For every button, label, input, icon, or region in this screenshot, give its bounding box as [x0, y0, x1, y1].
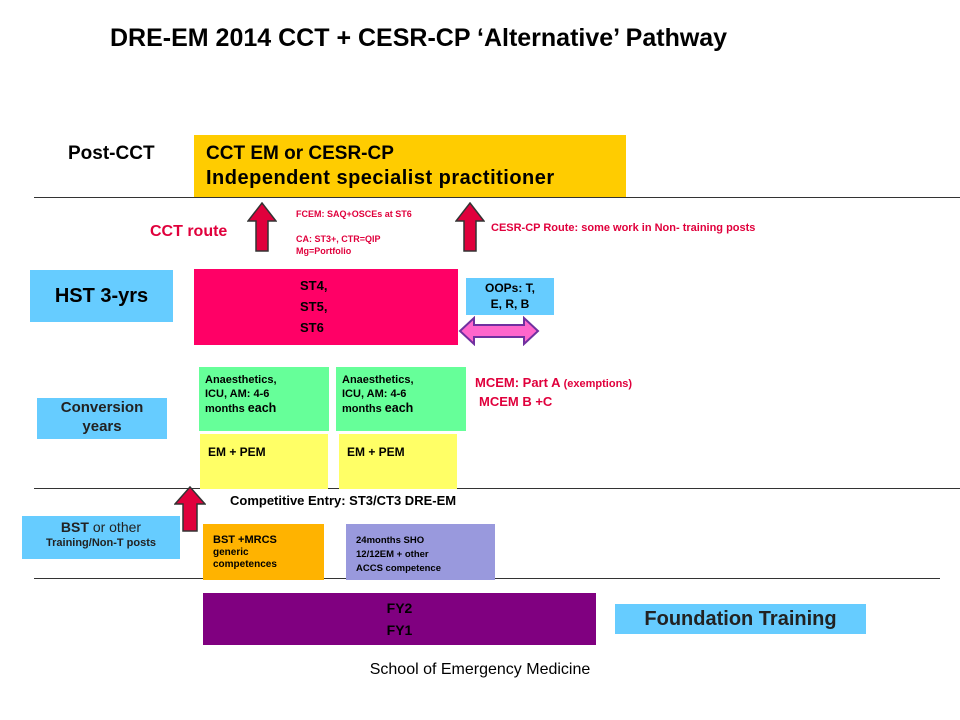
ca-note-line1: CA: ST3+, CTR=QIP — [296, 234, 381, 244]
anaes-line3: months each — [205, 401, 277, 415]
cesr-route-label: CESR-CP Route: some work in Non- trainin… — [491, 222, 756, 234]
fy2-label: FY2 — [386, 600, 413, 616]
anaes-line1: Anaesthetics, — [342, 374, 414, 386]
st-line: ST4, — [300, 278, 328, 293]
cct-route-arrow-icon — [247, 202, 277, 252]
bst-box-line3: competences — [213, 559, 277, 570]
sho-box: 24months SHO 12/12EM + other ACCS compet… — [346, 524, 495, 580]
anaesthetics-box: Anaesthetics, ICU, AM: 4-6 months each — [336, 367, 466, 431]
bst-label-line1: BST or other — [60, 519, 142, 535]
st-line: ST5, — [300, 299, 328, 314]
mcem-a: MCEM: Part A (exemptions) — [475, 375, 633, 390]
em-pem-box: EM + PEM — [200, 434, 328, 489]
oops-box: OOPs: T, E, R, B — [466, 278, 554, 315]
ca-note-line2: Mg=Portfolio — [296, 246, 352, 256]
hst-label: HST 3-yrs — [30, 270, 173, 322]
st-line: ST6 — [300, 320, 324, 335]
bst-mrcs-box: BST +MRCS generic competences — [203, 524, 324, 580]
separator-entry — [34, 488, 960, 489]
bst-label: BST or other Training/Non-T posts — [22, 516, 180, 559]
anaes-line2: ICU, AM: 4-6 — [205, 388, 270, 400]
mcem-exemptions: (exemptions) — [563, 378, 633, 390]
competitive-entry-label: Competitive Entry: ST3/CT3 DRE-EM — [230, 493, 457, 508]
bst-box-line1: BST +MRCS — [213, 534, 277, 546]
entry-arrow-icon — [174, 486, 206, 532]
fy-box: FY2 FY1 — [203, 593, 596, 645]
sho-line1: 24months SHO — [356, 535, 425, 546]
conversion-label-line2: years — [82, 418, 122, 435]
fy1-label: FY1 — [386, 622, 413, 638]
anaes-each: each — [247, 401, 277, 415]
mcem-b: MCEM B +C — [479, 394, 553, 409]
sho-line2: 12/12EM + other — [356, 549, 429, 560]
cct-route-label: CCT route — [150, 223, 228, 240]
fcem-note: FCEM: SAQ+OSCEs at ST6 — [296, 209, 412, 219]
anaes-line3: months each — [342, 401, 414, 415]
anaes-each: each — [384, 401, 414, 415]
bst-label-line2: Training/Non-T posts — [46, 537, 156, 549]
ca-note: CA: ST3+, CTR=QIP Mg=Portfolio — [296, 233, 381, 257]
st-box: ST4, ST5, ST6 — [194, 269, 458, 345]
separator-post-cct — [34, 197, 960, 198]
conversion-label-line1: Conversion — [60, 399, 144, 416]
bst-box-line2: generic — [213, 547, 249, 558]
double-arrow-icon — [458, 316, 540, 346]
anaesthetics-box: Anaesthetics, ICU, AM: 4-6 months each — [199, 367, 329, 431]
mcem-note: MCEM: Part A (exemptions) MCEM B +C — [475, 374, 632, 411]
em-pem-box: EM + PEM — [339, 434, 457, 489]
oops-line1: OOPs: T, — [484, 281, 535, 295]
anaes-line1: Anaesthetics, — [205, 374, 277, 386]
cct-box-line1: CCT EM or CESR-CP — [206, 143, 394, 164]
cesr-route-arrow-icon — [455, 202, 485, 252]
cct-box: CCT EM or CESR-CP Independent specialist… — [194, 135, 626, 197]
sho-line3: ACCS competence — [356, 563, 441, 574]
foundation-training-label: Foundation Training — [615, 604, 866, 634]
footer: School of Emergency Medicine — [369, 661, 591, 678]
post-cct-label: Post-CCT — [68, 143, 155, 164]
oops-line2: E, R, B — [490, 297, 530, 311]
anaes-line2: ICU, AM: 4-6 — [342, 388, 407, 400]
conversion-years-label: Conversion years — [37, 398, 167, 439]
diagram-title: DRE-EM 2014 CCT + CESR-CP ‘Alternative’ … — [110, 24, 728, 52]
cct-box-line2: Independent specialist practitioner — [206, 167, 555, 189]
